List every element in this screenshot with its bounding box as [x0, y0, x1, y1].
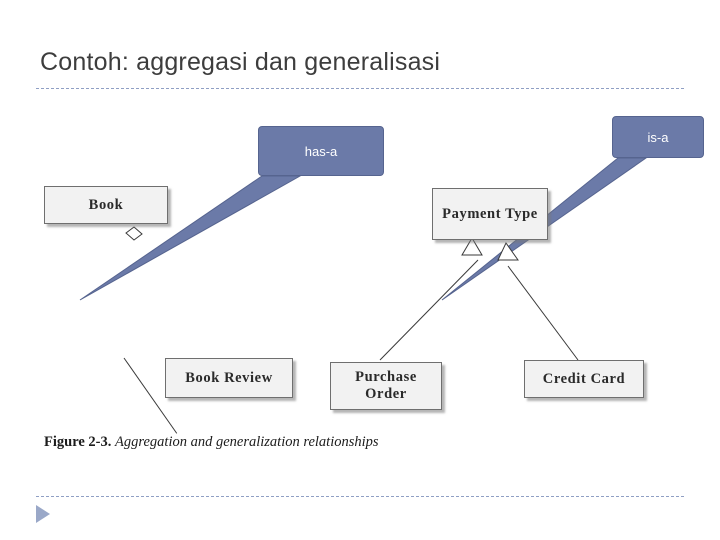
callout-is-a: is-a: [612, 116, 704, 158]
title-divider-top: [36, 88, 684, 89]
entity-purchase-order: Purchase Order: [330, 362, 442, 410]
generalization-line-credit: [507, 265, 579, 361]
entity-payment-type-label: Payment Type: [442, 205, 538, 222]
figure-caption-text: Aggregation and generalization relations…: [115, 434, 379, 450]
figure-caption-number: Figure 2-3.: [44, 434, 112, 450]
callout-is-a-label: is-a: [647, 129, 669, 145]
aggregation-line: [123, 357, 178, 434]
generalization-triangle-purchase-icon: [461, 237, 483, 256]
entity-credit-card: Credit Card: [524, 360, 644, 398]
callout-has-a-label: has-a: [304, 143, 338, 159]
has-a-callout-tail: [79, 175, 302, 301]
footer-divider: [36, 496, 684, 497]
entity-credit-card-label: Credit Card: [542, 370, 626, 387]
entity-book: Book: [44, 186, 168, 224]
generalization-triangle-credit-icon: [497, 242, 519, 261]
entity-book-review-label: Book Review: [185, 369, 273, 386]
callout-has-a: has-a: [258, 126, 384, 176]
generalization-line-purchase: [379, 259, 479, 361]
page-title: Contoh: aggregasi dan generalisasi: [40, 48, 441, 76]
entity-book-review: Book Review: [165, 358, 293, 398]
aggregation-diamond-icon: [125, 226, 143, 241]
entity-purchase-order-label: Purchase Order: [355, 369, 417, 402]
entity-payment-type: Payment Type: [432, 188, 548, 240]
figure-caption: Figure 2-3. Aggregation and generalizati…: [44, 434, 379, 451]
play-triangle-icon[interactable]: [36, 505, 50, 523]
entity-book-label: Book: [88, 196, 124, 213]
